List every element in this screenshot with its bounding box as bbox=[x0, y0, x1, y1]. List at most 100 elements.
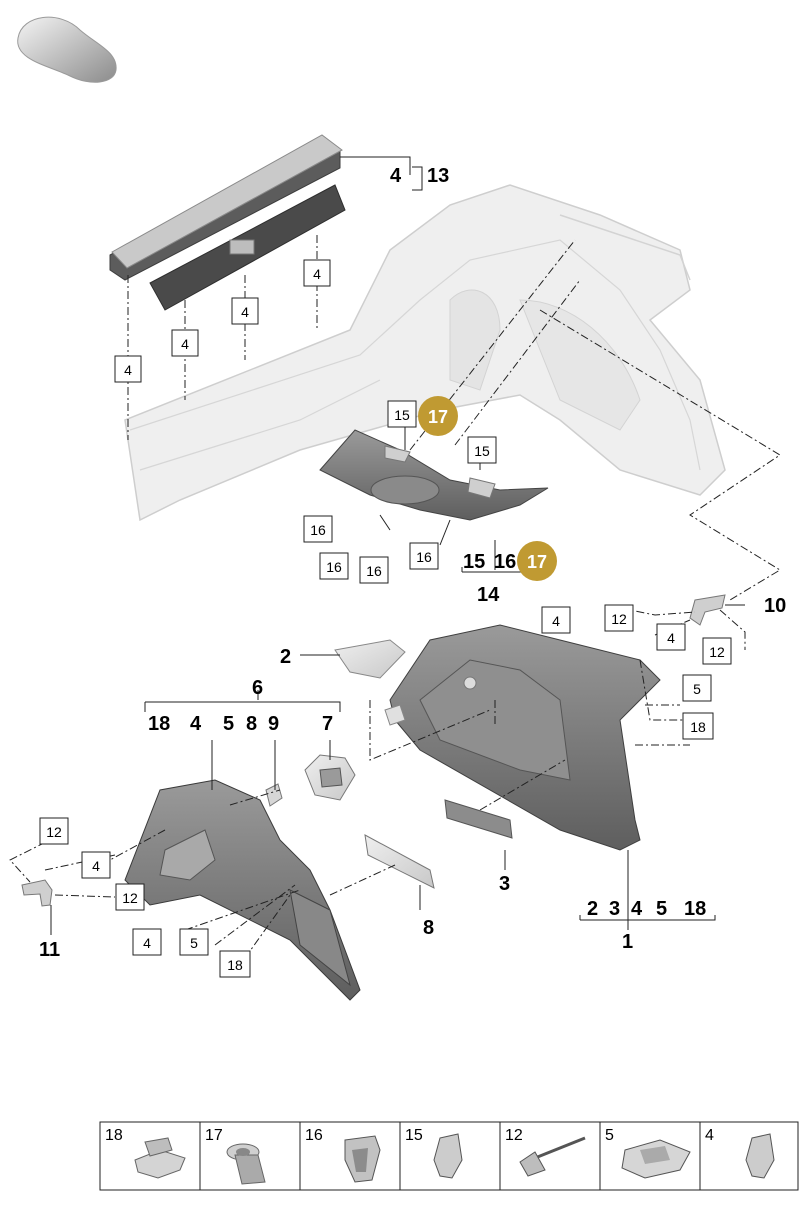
callout-label: 4 bbox=[313, 266, 321, 282]
leader-lines-solid bbox=[50, 156, 745, 935]
clip-nut-icon bbox=[134, 1137, 186, 1179]
callout-14-group: 15 16 14 bbox=[463, 551, 516, 606]
callout-label: 3 bbox=[499, 873, 510, 895]
nut-clip-icon bbox=[621, 1139, 691, 1179]
right-side-panel bbox=[384, 624, 661, 851]
callout-box: 4 bbox=[114, 355, 142, 383]
callout-badge: 17 bbox=[418, 396, 458, 436]
legend-number: 12 bbox=[505, 1127, 523, 1144]
callout-box: 12 bbox=[604, 604, 634, 632]
callout-label: 3 bbox=[609, 898, 620, 920]
callout-label: 2 bbox=[587, 898, 598, 920]
callout-label: 15 bbox=[463, 551, 485, 573]
callout-badge: 17 bbox=[517, 541, 557, 581]
callout-label: 4 bbox=[143, 935, 151, 951]
callout-label: 1 bbox=[622, 931, 633, 953]
callout-box: 16 bbox=[409, 542, 439, 570]
car-thumbnail bbox=[17, 16, 117, 83]
callout-label: 4 bbox=[667, 630, 675, 646]
bracket-11 bbox=[21, 879, 53, 907]
callout-box: 5 bbox=[179, 928, 209, 956]
callout-label: 5 bbox=[656, 898, 667, 920]
callout-4-13: 4 13 bbox=[390, 165, 449, 187]
callout-label: 5 bbox=[223, 713, 234, 735]
center-trim-panel bbox=[319, 429, 549, 521]
callout-box: 4 bbox=[171, 329, 199, 357]
callout-box: 15 bbox=[387, 400, 417, 428]
callout-box: 18 bbox=[682, 712, 714, 740]
callout-label: 12 bbox=[122, 890, 138, 906]
callout-label: 8 bbox=[423, 917, 434, 939]
callout-label: 4 bbox=[124, 362, 132, 378]
callout-label: 17 bbox=[428, 407, 448, 427]
callout-box: 16 bbox=[319, 552, 349, 580]
callout-box: 16 bbox=[303, 515, 333, 543]
callout-label: 16 bbox=[366, 563, 382, 579]
retaining-clip-icon bbox=[344, 1135, 381, 1183]
cap-7 bbox=[304, 754, 356, 801]
callout-label: 7 bbox=[322, 713, 333, 735]
callout-label: 12 bbox=[709, 644, 725, 660]
callout-box: 12 bbox=[702, 637, 732, 665]
left-side-panel bbox=[124, 779, 361, 1001]
legend-number: 16 bbox=[305, 1127, 323, 1144]
callout-label: 10 bbox=[764, 595, 786, 617]
callout-box: 5 bbox=[682, 674, 712, 702]
callout-box: 15 bbox=[467, 436, 497, 464]
callout-label: 14 bbox=[477, 584, 500, 606]
callout-box: 12 bbox=[39, 817, 69, 845]
spring-clip-icon bbox=[745, 1133, 775, 1179]
callout-label: 9 bbox=[268, 713, 279, 735]
callout-label: 4 bbox=[390, 165, 402, 187]
bracket-10 bbox=[689, 594, 726, 626]
legend-number: 4 bbox=[705, 1127, 714, 1144]
callout-label: 18 bbox=[690, 719, 706, 735]
callout-box: 4 bbox=[132, 928, 162, 956]
callout-label: 12 bbox=[611, 611, 627, 627]
callout-label: 5 bbox=[693, 681, 701, 697]
expanding-screw-icon bbox=[519, 1136, 586, 1177]
callout-label: 8 bbox=[246, 713, 257, 735]
callout-label: 12 bbox=[46, 824, 62, 840]
trim-strip-3 bbox=[444, 799, 513, 839]
cover-cap bbox=[334, 639, 406, 679]
callout-label: 11 bbox=[39, 939, 60, 961]
callout-label: 18 bbox=[148, 713, 170, 735]
callout-box: 4 bbox=[231, 297, 259, 325]
callout-label: 2 bbox=[280, 646, 291, 668]
clip-9 bbox=[265, 783, 283, 807]
callout-label: 18 bbox=[227, 957, 243, 973]
callout-label: 4 bbox=[181, 336, 189, 352]
callout-box: 4 bbox=[303, 259, 331, 287]
callout-label: 4 bbox=[241, 304, 249, 320]
legend-number: 5 bbox=[605, 1127, 614, 1144]
callout-label: 4 bbox=[92, 858, 100, 874]
callout-box: 18 bbox=[219, 950, 251, 978]
callout-label: 13 bbox=[427, 165, 449, 187]
callout-label: 4 bbox=[631, 898, 643, 920]
trim-strip-8 bbox=[364, 834, 435, 889]
callout-1-group: 2 3 4 5 18 1 bbox=[587, 898, 706, 953]
spring-clip-icon bbox=[433, 1133, 463, 1179]
callout-label: 5 bbox=[190, 935, 198, 951]
callout-box: 4 bbox=[81, 851, 111, 879]
callout-label: 16 bbox=[416, 549, 432, 565]
callout-box: 16 bbox=[359, 556, 389, 584]
fastener-legend: 18 17 16 15 12 5 4 bbox=[99, 1121, 799, 1191]
callout-box: 12 bbox=[115, 883, 145, 911]
legend-number: 17 bbox=[205, 1127, 223, 1144]
callout-label: 15 bbox=[474, 443, 490, 459]
callout-label: 4 bbox=[552, 613, 560, 629]
callout-label: 17 bbox=[527, 552, 547, 572]
callout-box: 4 bbox=[656, 623, 686, 651]
callout-label: 16 bbox=[310, 522, 326, 538]
callout-label: 18 bbox=[684, 898, 706, 920]
sill-cover-trim bbox=[109, 134, 346, 311]
callout-6-group: 6 18 4 5 8 9 7 bbox=[148, 677, 333, 735]
callout-label: 16 bbox=[326, 559, 342, 575]
legend-number: 15 bbox=[405, 1127, 423, 1144]
callout-box: 4 bbox=[541, 606, 571, 634]
callout-label: 4 bbox=[190, 713, 202, 735]
rear-body-shell bbox=[124, 184, 726, 522]
